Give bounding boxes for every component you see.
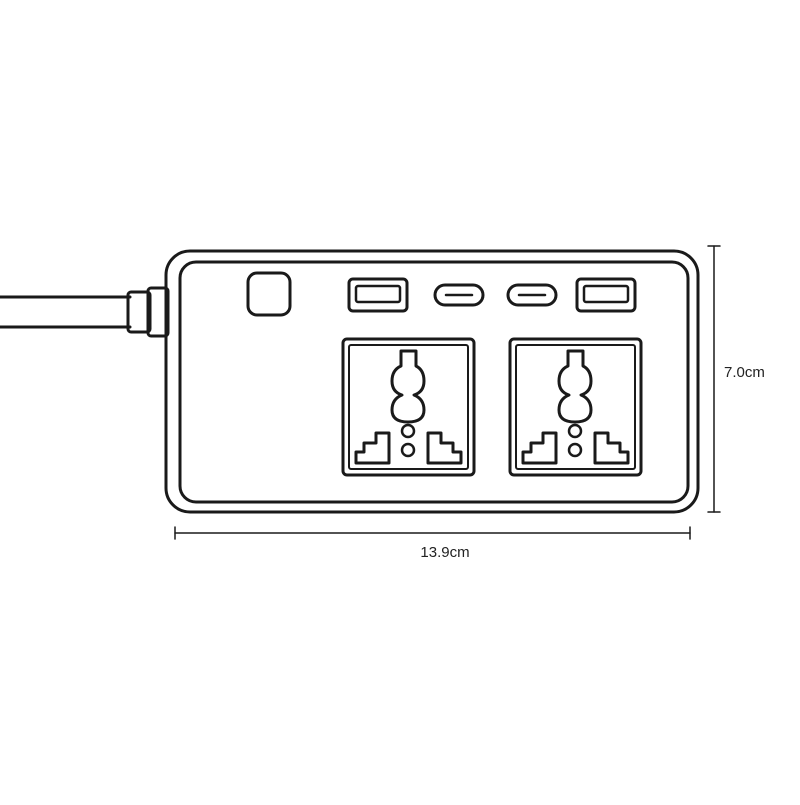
height-dimension-line	[707, 245, 721, 513]
width-dimension-label: 13.9cm	[420, 544, 470, 561]
usb-c-port-icon	[506, 283, 558, 307]
universal-socket-icon	[508, 337, 643, 477]
usb-a-port-icon	[575, 277, 637, 313]
power-cord	[0, 286, 170, 338]
cord-strain-relief	[126, 290, 152, 334]
universal-socket-icon	[341, 337, 476, 477]
height-dimension-label: 7.0cm	[724, 364, 765, 381]
usb-c-port-icon	[433, 283, 485, 307]
power-button-icon	[246, 271, 292, 317]
width-dimension-line	[174, 526, 691, 540]
strip-front-panel	[178, 260, 690, 504]
usb-a-port-icon	[347, 277, 409, 313]
cord-plug-collar	[146, 286, 170, 338]
strip-outer-shell	[164, 249, 700, 514]
